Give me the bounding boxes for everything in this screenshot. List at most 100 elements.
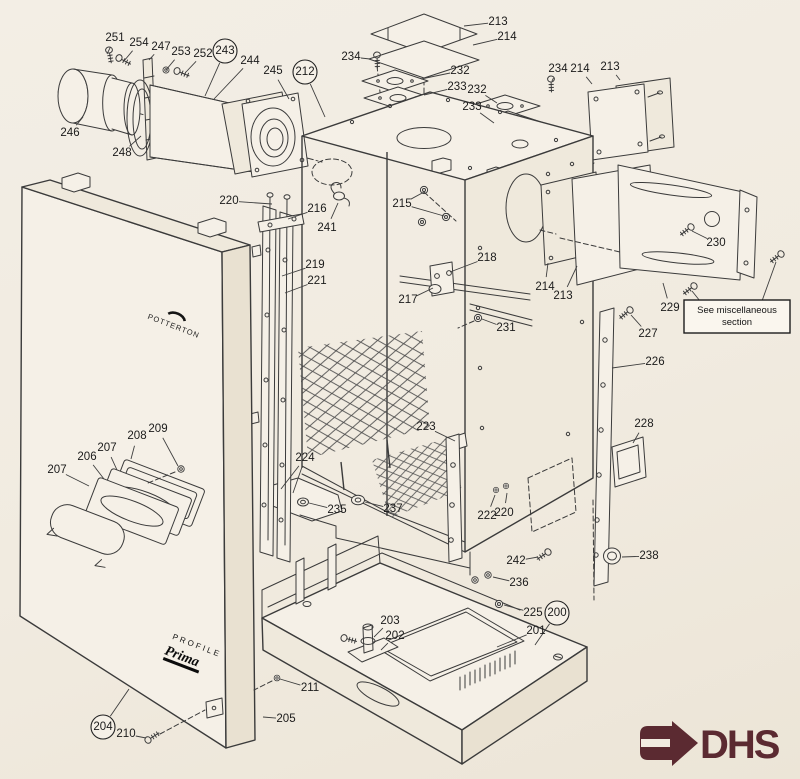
part-label-227: 227 xyxy=(630,314,658,340)
part-label-206: 206 xyxy=(77,451,105,480)
screw-icon xyxy=(768,248,786,266)
front-door-panel: POTTERTON PROFILE Prima xyxy=(19,172,281,749)
svg-text:236: 236 xyxy=(509,577,528,589)
note-line1: See miscellaneous xyxy=(697,305,777,316)
part-label-228: 228 xyxy=(632,418,654,444)
svg-text:233: 233 xyxy=(447,81,466,93)
svg-text:205: 205 xyxy=(276,713,295,725)
svg-text:247: 247 xyxy=(151,41,170,53)
part-label-214: 214 xyxy=(535,262,555,293)
grommet-icon xyxy=(273,674,281,682)
part-label-211: 211 xyxy=(279,678,319,694)
screw-head-icon xyxy=(473,313,483,323)
part-label-233: 233 xyxy=(462,101,495,124)
part-label-252: 252 xyxy=(185,48,213,73)
svg-text:220: 220 xyxy=(219,195,238,207)
part-label-245: 245 xyxy=(263,65,290,100)
clip-icon xyxy=(502,482,510,490)
svg-text:242: 242 xyxy=(506,555,525,567)
svg-text:214: 214 xyxy=(570,63,590,75)
svg-text:230: 230 xyxy=(706,237,725,249)
part-label-207: 207 xyxy=(47,464,90,487)
part-label-216: 216 xyxy=(287,203,327,220)
part-label-251: 251 xyxy=(105,32,125,55)
svg-text:213: 213 xyxy=(488,16,507,28)
door-rails xyxy=(249,192,305,563)
part-label-225: 225 xyxy=(503,604,543,619)
svg-text:252: 252 xyxy=(193,48,212,60)
part-label-234: 234 xyxy=(548,63,568,82)
screw-icon xyxy=(534,547,553,563)
part-label-246: 246 xyxy=(60,116,84,139)
part-label-213: 213 xyxy=(553,265,578,302)
part-label-205: 205 xyxy=(262,713,296,725)
part-label-219: 219 xyxy=(281,259,325,277)
svg-text:237: 237 xyxy=(383,503,402,515)
svg-text:234: 234 xyxy=(341,51,361,63)
door-vent-grille xyxy=(46,459,205,568)
part-label-215: 215 xyxy=(392,191,445,217)
part-label-234: 234 xyxy=(341,51,371,63)
screw-icon xyxy=(617,304,635,322)
part-label-238: 238 xyxy=(621,550,659,562)
screw-icon xyxy=(681,280,699,298)
part-label-233: 233 xyxy=(423,81,467,96)
part-label-217: 217 xyxy=(398,287,434,306)
note-box: See miscellaneous section xyxy=(683,261,791,334)
part-label-235: 235 xyxy=(308,502,347,516)
svg-text:232: 232 xyxy=(467,84,486,96)
part-label-231: 231 xyxy=(481,318,516,334)
part-label-212: 212 xyxy=(292,59,326,118)
part-label-248: 248 xyxy=(112,135,142,159)
grommet-icon xyxy=(351,494,365,506)
svg-text:251: 251 xyxy=(105,32,124,44)
svg-text:244: 244 xyxy=(240,55,260,67)
svg-text:253: 253 xyxy=(171,46,190,58)
svg-text:216: 216 xyxy=(307,203,326,215)
svg-text:210: 210 xyxy=(116,728,135,740)
svg-text:209: 209 xyxy=(148,423,167,435)
part-label-229: 229 xyxy=(660,282,680,314)
svg-text:241: 241 xyxy=(317,222,336,234)
svg-text:224: 224 xyxy=(295,452,315,464)
flue-terminal xyxy=(57,68,141,136)
svg-text:213: 213 xyxy=(553,290,572,302)
part-label-237: 237 xyxy=(364,501,403,515)
side-rail-right xyxy=(593,304,647,587)
part-label-243: 243 xyxy=(204,38,238,97)
svg-text:221: 221 xyxy=(307,275,326,287)
dhs-text: DHS xyxy=(700,723,780,767)
svg-text:246: 246 xyxy=(60,127,79,139)
dhs-logo: DHS xyxy=(640,721,782,767)
svg-text:220: 220 xyxy=(494,507,513,519)
nut-icon xyxy=(471,576,479,584)
svg-text:214: 214 xyxy=(535,281,555,293)
casing-interior xyxy=(265,136,533,576)
part-label-203: 203 xyxy=(373,615,400,638)
door-clip xyxy=(197,217,227,238)
nut-icon xyxy=(484,571,492,579)
part-label-214: 214 xyxy=(570,63,593,85)
part-label-226: 226 xyxy=(611,356,665,369)
part-label-220: 220 xyxy=(494,492,514,519)
svg-text:233: 233 xyxy=(462,101,481,113)
svg-text:223: 223 xyxy=(416,421,435,433)
part-label-213: 213 xyxy=(600,61,621,81)
part-label-204: 204 xyxy=(90,688,130,740)
clip-icon xyxy=(492,486,500,494)
flue-top-plates xyxy=(368,13,480,129)
svg-text:202: 202 xyxy=(385,630,404,642)
svg-text:208: 208 xyxy=(127,430,146,442)
svg-text:204: 204 xyxy=(93,721,113,733)
svg-text:225: 225 xyxy=(523,607,542,619)
part-label-209: 209 xyxy=(148,423,179,467)
svg-text:232: 232 xyxy=(450,65,469,77)
wingnut-icon xyxy=(330,182,350,207)
part-label-207: 207 xyxy=(97,442,118,471)
control-plate xyxy=(373,607,525,682)
svg-text:245: 245 xyxy=(263,65,282,77)
part-label-208: 208 xyxy=(127,430,147,460)
part-label-201: 201 xyxy=(496,625,546,648)
